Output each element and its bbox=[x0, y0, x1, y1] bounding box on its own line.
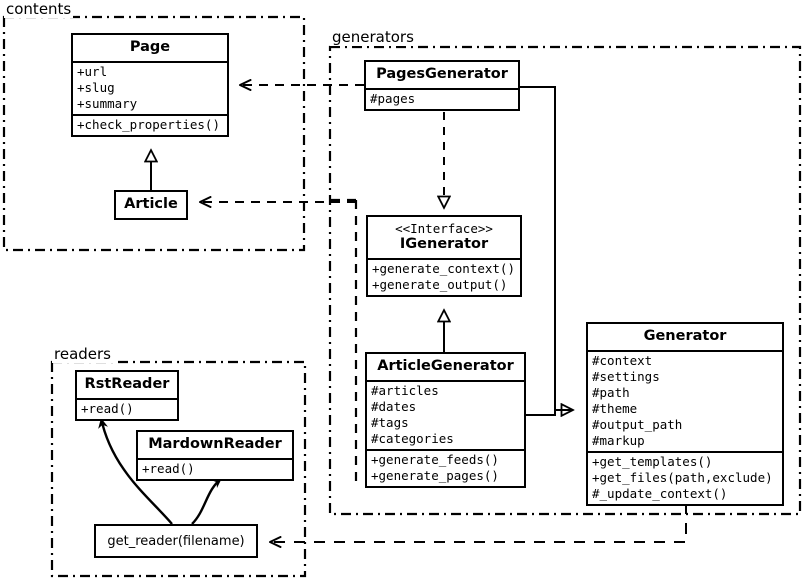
class-generator-operations: +get_templates() +get_files(path,exclude… bbox=[588, 450, 782, 504]
class-markdown-reader-title: MardownReader bbox=[148, 436, 282, 452]
class-page-operations: +check_properties() bbox=[73, 113, 227, 135]
function-get-reader[interactable]: get_reader(filename) bbox=[94, 524, 258, 558]
rel-articlegenerator-generator bbox=[526, 409, 573, 416]
class-article-generator[interactable]: ArticleGenerator #articles #dates #tags … bbox=[365, 352, 526, 488]
class-pages-generator[interactable]: PagesGenerator #pages bbox=[364, 60, 520, 111]
operation: +get_templates() bbox=[592, 453, 713, 469]
attribute: +url bbox=[77, 63, 108, 79]
class-igenerator-title: <<Interface>> IGenerator bbox=[368, 217, 520, 258]
class-rst-reader-title: RstReader bbox=[84, 376, 170, 392]
operation: +generate_output() bbox=[372, 276, 508, 292]
class-article[interactable]: Article bbox=[114, 190, 188, 220]
class-article-generator-operations: +generate_feeds() +generate_pages() bbox=[367, 448, 524, 486]
operation: +read() bbox=[81, 400, 134, 416]
attribute: +slug bbox=[77, 79, 115, 95]
attribute: #dates bbox=[371, 398, 417, 414]
class-pages-generator-title: PagesGenerator bbox=[376, 66, 508, 82]
rel-pagesgenerator-generator bbox=[520, 86, 573, 410]
operation: +generate_context() bbox=[372, 260, 515, 276]
operation: +read() bbox=[142, 460, 195, 476]
rel-getreader-markdownreader bbox=[191, 477, 223, 525]
class-igenerator[interactable]: <<Interface>> IGenerator +generate_conte… bbox=[366, 215, 522, 297]
class-rst-reader[interactable]: RstReader +read() bbox=[75, 370, 179, 421]
package-label-generators: generators bbox=[330, 28, 416, 46]
attribute: #markup bbox=[592, 432, 645, 448]
class-page-title: Page bbox=[129, 39, 171, 55]
attribute: #context bbox=[592, 352, 653, 368]
attribute: #theme bbox=[592, 400, 638, 416]
attribute: #articles bbox=[371, 382, 439, 398]
attribute: +summary bbox=[77, 95, 138, 111]
function-get-reader-label: get_reader(filename) bbox=[107, 533, 245, 549]
class-generator-attributes: #context #settings #path #theme #output_… bbox=[588, 349, 782, 451]
operation: #_update_context() bbox=[592, 485, 728, 501]
class-markdown-reader-operations: +read() bbox=[138, 457, 292, 479]
class-generator[interactable]: Generator #context #settings #path #them… bbox=[586, 322, 784, 506]
operation: +generate_feeds() bbox=[371, 451, 499, 467]
package-label-readers: readers bbox=[52, 345, 113, 363]
class-igenerator-operations: +generate_context() +generate_output() bbox=[368, 257, 520, 295]
class-igenerator-stereotype: <<Interface>> bbox=[395, 221, 493, 236]
class-page-attributes: +url +slug +summary bbox=[73, 60, 227, 114]
class-rst-reader-operations: +read() bbox=[77, 397, 177, 419]
operation: +generate_pages() bbox=[371, 467, 499, 483]
rel-generator-getreader bbox=[269, 503, 687, 548]
attribute: #path bbox=[592, 384, 630, 400]
class-pages-generator-attributes: #pages bbox=[366, 87, 518, 109]
class-article-generator-title: ArticleGenerator bbox=[377, 358, 514, 374]
attribute: #categories bbox=[371, 430, 454, 446]
operation: +get_files(path,exclude) bbox=[592, 469, 773, 485]
class-generator-title: Generator bbox=[643, 328, 727, 344]
package-label-contents: contents bbox=[4, 0, 74, 18]
operation: +check_properties() bbox=[77, 116, 220, 132]
attribute: #tags bbox=[371, 414, 409, 430]
attribute: #output_path bbox=[592, 416, 683, 432]
attribute: #settings bbox=[592, 368, 660, 384]
attribute: #pages bbox=[370, 90, 416, 106]
class-page[interactable]: Page +url +slug +summary +check_properti… bbox=[71, 33, 229, 137]
class-markdown-reader[interactable]: MardownReader +read() bbox=[136, 430, 294, 481]
class-igenerator-name: IGenerator bbox=[399, 236, 489, 252]
class-article-title: Article bbox=[124, 196, 178, 212]
class-article-generator-attributes: #articles #dates #tags #categories bbox=[367, 379, 524, 449]
